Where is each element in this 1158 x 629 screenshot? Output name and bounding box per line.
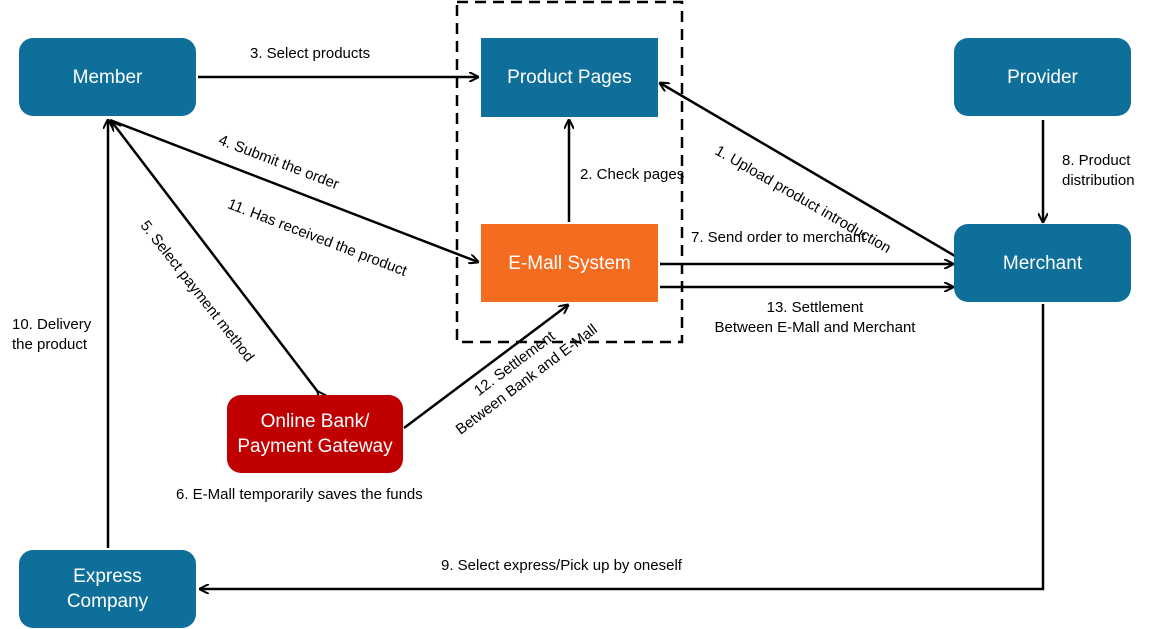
arrow-select-express <box>200 304 1045 589</box>
merchant-node: Merchant <box>954 224 1131 302</box>
label-check-pages: 2. Check pages <box>580 166 685 183</box>
member-node: Member <box>19 38 196 116</box>
emall-system-node: E-Mall System <box>481 224 658 302</box>
label-delivery-1: 10. Delivery <box>12 316 92 333</box>
label-select-products: 3. Select products <box>250 45 371 62</box>
arrow-select-payment <box>112 122 318 392</box>
label-send-order: 7. Send order to merchant <box>691 229 866 246</box>
label-delivery: 10. Delivery the product <box>12 315 91 355</box>
label-settlement-merchant-1: 13. Settlement <box>766 299 864 316</box>
express-company-label-1: Express <box>73 566 142 587</box>
arrow-settlement-bank <box>403 305 568 429</box>
merchant-label: Merchant <box>1002 252 1083 274</box>
label-settlement-merchant-2: Between E-Mall and Merchant <box>714 319 916 336</box>
label-select-express: 9. Select express/Pick up by oneself <box>441 557 682 574</box>
label-settlement-merchant: 13. Settlement Between E-Mall and Mercha… <box>700 298 930 338</box>
express-company-label-2: Company <box>66 591 149 612</box>
online-bank-node: Online Bank/ Payment Gateway <box>227 395 403 473</box>
label-product-distribution-1: 8. Product <box>1062 152 1131 169</box>
emall-system-label: E-Mall System <box>508 252 631 274</box>
express-company-node: Express Company <box>19 550 196 628</box>
product-pages-label: Product Pages <box>507 67 632 88</box>
label-funds-saved: 6. E-Mall temporarily saves the funds <box>176 486 423 503</box>
label-product-distribution-2: distribution <box>1062 172 1135 189</box>
provider-label: Provider <box>1007 66 1078 88</box>
emall-boundary <box>455 0 684 344</box>
product-pages-node: Product Pages <box>481 38 658 117</box>
label-delivery-2: the product <box>12 336 88 353</box>
online-bank-label-1: Online Bank/ <box>260 411 370 432</box>
provider-node: Provider <box>954 38 1131 116</box>
online-bank-label-2: Payment Gateway <box>237 436 393 457</box>
arrow-upload-product <box>660 83 956 258</box>
member-label: Member <box>72 66 143 88</box>
label-product-distribution: 8. Product distribution <box>1062 151 1135 191</box>
